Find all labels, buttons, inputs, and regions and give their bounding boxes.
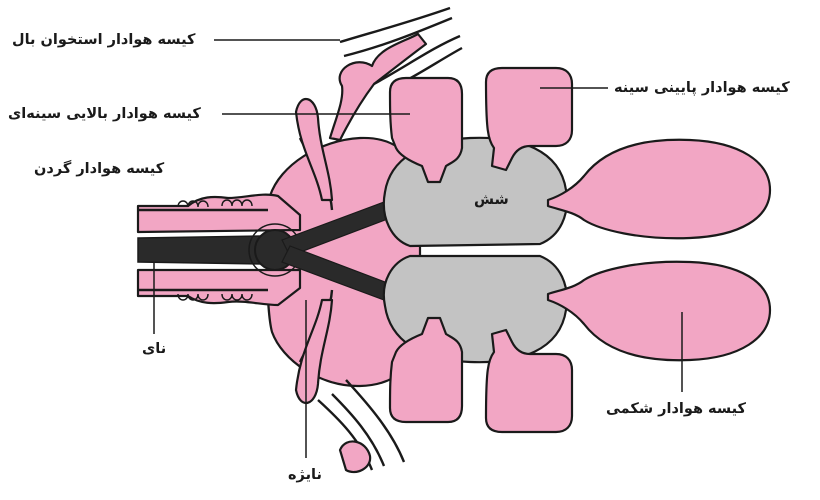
- label-abdominal-sac: کیسه هوادار شکمی: [606, 400, 746, 418]
- abdominal-sac-lower: [548, 262, 770, 360]
- neck-sac-upper-band: [138, 195, 300, 232]
- abdominal-sac-upper: [548, 140, 770, 238]
- label-upper-thoracic-sac: کیسه هوادار بالایی سینه‌ای: [8, 105, 201, 123]
- label-neck-sac: کیسه هوادار گردن: [34, 160, 164, 178]
- label-lung: شش: [474, 191, 509, 209]
- label-bronchus: نایژه: [288, 466, 322, 484]
- label-lower-thoracic-sac: کیسه هوادار پایینی سینه: [614, 79, 790, 97]
- lower-small-sac: [340, 441, 370, 472]
- trachea-tube: [138, 236, 262, 264]
- label-trachea: نای: [142, 340, 166, 358]
- label-wing-bone-sac: کیسه هوادار استخوان بال: [12, 31, 195, 49]
